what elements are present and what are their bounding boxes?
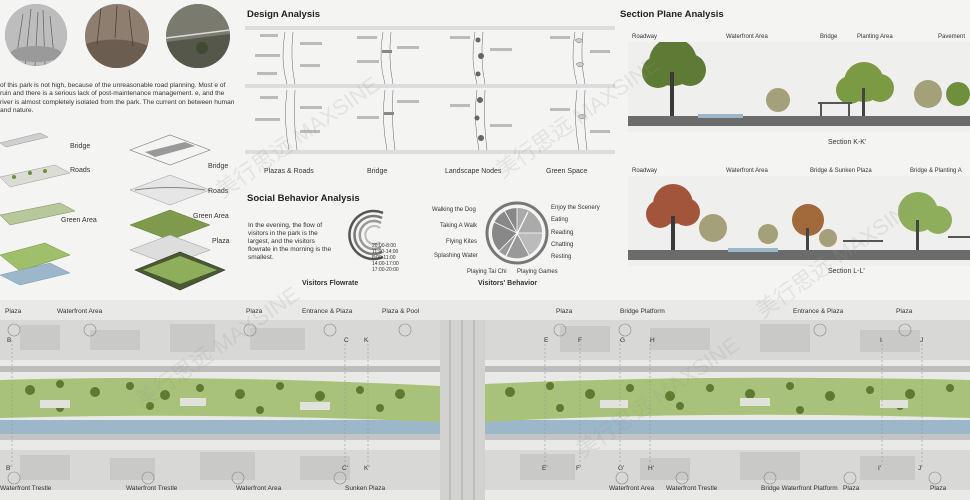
design-panels bbox=[245, 26, 615, 154]
behavior-walking-dog: Walking the Dog bbox=[432, 207, 476, 213]
section-ll-label-bridge-sunken: Bridge & Sunken Plaza bbox=[810, 168, 872, 174]
map-mark-bottom-7: I' bbox=[878, 465, 882, 472]
map-top-label-4: Plaza & Pool bbox=[382, 308, 420, 315]
map-bottom-label-1: Waterfront Trestle bbox=[126, 485, 178, 492]
axon-left-bridge-label: Bridge bbox=[70, 143, 91, 150]
map-top-label-6: Bridge Platform bbox=[620, 308, 665, 315]
map-mark-bottom-8: J' bbox=[918, 465, 923, 472]
behavior-reading: Reading bbox=[551, 230, 574, 236]
design-analysis-title: Design Analysis bbox=[247, 9, 321, 20]
map-top-label-7: Entrance & Plaza bbox=[793, 308, 844, 315]
behavior-chatting: Chatting bbox=[551, 242, 574, 248]
map-top-label-8: Plaza bbox=[896, 308, 913, 315]
axon-mid-plaza-label: Plaza bbox=[212, 238, 230, 245]
social-analysis-title: Social Behavior Analysis bbox=[247, 193, 360, 204]
section-kk-label-waterfront: Waterfront Area bbox=[726, 34, 768, 40]
map-mark-top-8: J bbox=[920, 337, 924, 344]
behavior-eating: Eating bbox=[551, 217, 569, 223]
map-bottom-label-2: Waterfront Area bbox=[236, 485, 282, 492]
section-analysis-title: Section Plane Analysis bbox=[620, 9, 724, 20]
map-mark-bottom-3: E' bbox=[542, 465, 548, 472]
flowrate-label: Visitors Flowrate bbox=[302, 280, 359, 287]
flowrate-chart bbox=[348, 209, 384, 261]
map-top-label-5: Plaza bbox=[556, 308, 573, 315]
flowrate-time-3: 14:00-17:00 bbox=[372, 261, 399, 267]
design-panel-2-label: Bridge bbox=[367, 168, 388, 175]
map-mark-top-5: G bbox=[620, 337, 626, 344]
behavior-resting: Resting bbox=[551, 254, 572, 260]
behavior-flying-kites: Flying Kites bbox=[446, 239, 478, 245]
site-photo-2 bbox=[85, 4, 149, 68]
axon-left-green-label: Green Area bbox=[61, 217, 97, 224]
flowrate-time-0: 20:00-8:00 bbox=[372, 243, 396, 249]
map-mark-bottom-0: B' bbox=[6, 465, 12, 472]
map-bottom-label-3: Sunken Plaza bbox=[345, 485, 386, 492]
map-mark-bottom-4: F' bbox=[576, 465, 582, 472]
map-mark-top-7: I bbox=[880, 337, 882, 344]
design-panel-1-label: Plazas & Roads bbox=[264, 168, 314, 175]
section-kk-label-planting: Planting Area bbox=[857, 34, 893, 40]
design-panel-3-label: Landscape Nodes bbox=[445, 168, 502, 175]
section-ll-label-roadway: Roadway bbox=[632, 168, 658, 174]
axon-mid-green-label: Green Area bbox=[193, 213, 229, 220]
section-ll-caption: Section L-L' bbox=[828, 268, 865, 275]
section-ll-drawing bbox=[628, 176, 970, 266]
axon-mid-bridge-label: Bridge bbox=[208, 163, 229, 170]
map-mark-top-2: K bbox=[364, 337, 369, 344]
flowrate-time-1: 11:00-14:00 bbox=[372, 249, 399, 255]
behavior-enjoy-scenery: Enjoy the Scenery bbox=[551, 205, 600, 211]
map-bottom-label-8: Plaza bbox=[930, 485, 947, 492]
map-mark-bottom-1: C' bbox=[342, 465, 348, 472]
map-mark-bottom-6: H' bbox=[648, 465, 654, 472]
section-kk-label-pavement: Pavement bbox=[938, 34, 966, 40]
axon-left-roads-label: Roads bbox=[70, 167, 91, 174]
site-photo-1 bbox=[5, 4, 67, 66]
behavior-games: Playing Games bbox=[517, 269, 558, 275]
map-bottom-label-4: Waterfront Area bbox=[609, 485, 655, 492]
map-top-label-2: Plaza bbox=[246, 308, 263, 315]
behavior-label: Visitors' Behavior bbox=[478, 280, 538, 287]
behavior-wheel bbox=[485, 201, 549, 265]
section-ll-label-bridge-planting: Bridge & Planting A bbox=[910, 168, 962, 174]
map-mark-top-4: F bbox=[578, 337, 582, 344]
map-mark-top-1: C bbox=[344, 337, 349, 344]
map-mark-top-6: H bbox=[650, 337, 655, 344]
behavior-tai-chi: Playing Tai Chi bbox=[467, 269, 507, 275]
section-kk-drawing bbox=[628, 42, 970, 132]
map-mark-top-3: E bbox=[544, 337, 549, 344]
section-kk-label-bridge: Bridge bbox=[820, 34, 838, 40]
site-plan-map bbox=[0, 300, 970, 500]
map-top-label-1: Waterfront Area bbox=[57, 308, 103, 315]
design-panel-4-label: Green Space bbox=[546, 168, 588, 175]
map-bottom-label-5: Waterfront Trestle bbox=[666, 485, 718, 492]
behavior-taking-walk: Taking A Walk bbox=[440, 223, 478, 229]
map-mark-top-0: B bbox=[7, 337, 12, 344]
axon-mid-roads-label: Roads bbox=[208, 188, 229, 195]
site-photo-3 bbox=[166, 4, 230, 68]
behavior-splashing: Splashing Water bbox=[434, 253, 478, 259]
map-bottom-label-0: Waterfront Trestle bbox=[0, 485, 52, 492]
flowrate-time-2: 8:00-11:00 bbox=[372, 255, 396, 261]
axon-diagram-mid bbox=[129, 134, 226, 291]
social-analysis-text: In the evening, the flow of visitors in … bbox=[248, 222, 332, 261]
section-ll-label-waterfront: Waterfront Area bbox=[726, 168, 768, 174]
map-mark-bottom-2: K' bbox=[364, 465, 370, 472]
map-bottom-label-6: Bridge Waterfront Platform bbox=[761, 485, 838, 492]
map-top-label-0: Plaza bbox=[5, 308, 22, 315]
flowrate-time-4: 17:00-20:00 bbox=[372, 267, 399, 273]
axon-diagram-left bbox=[0, 132, 76, 286]
map-bottom-label-7: Plaza bbox=[843, 485, 860, 492]
section-kk-label-roadway: Roadway bbox=[632, 34, 658, 40]
map-top-label-3: Entrance & Plaza bbox=[302, 308, 353, 315]
section-kk-caption: Section K-K' bbox=[828, 139, 867, 146]
map-mark-bottom-5: G' bbox=[618, 465, 625, 472]
intro-paragraph: of this park is not high, because of the… bbox=[0, 82, 235, 115]
